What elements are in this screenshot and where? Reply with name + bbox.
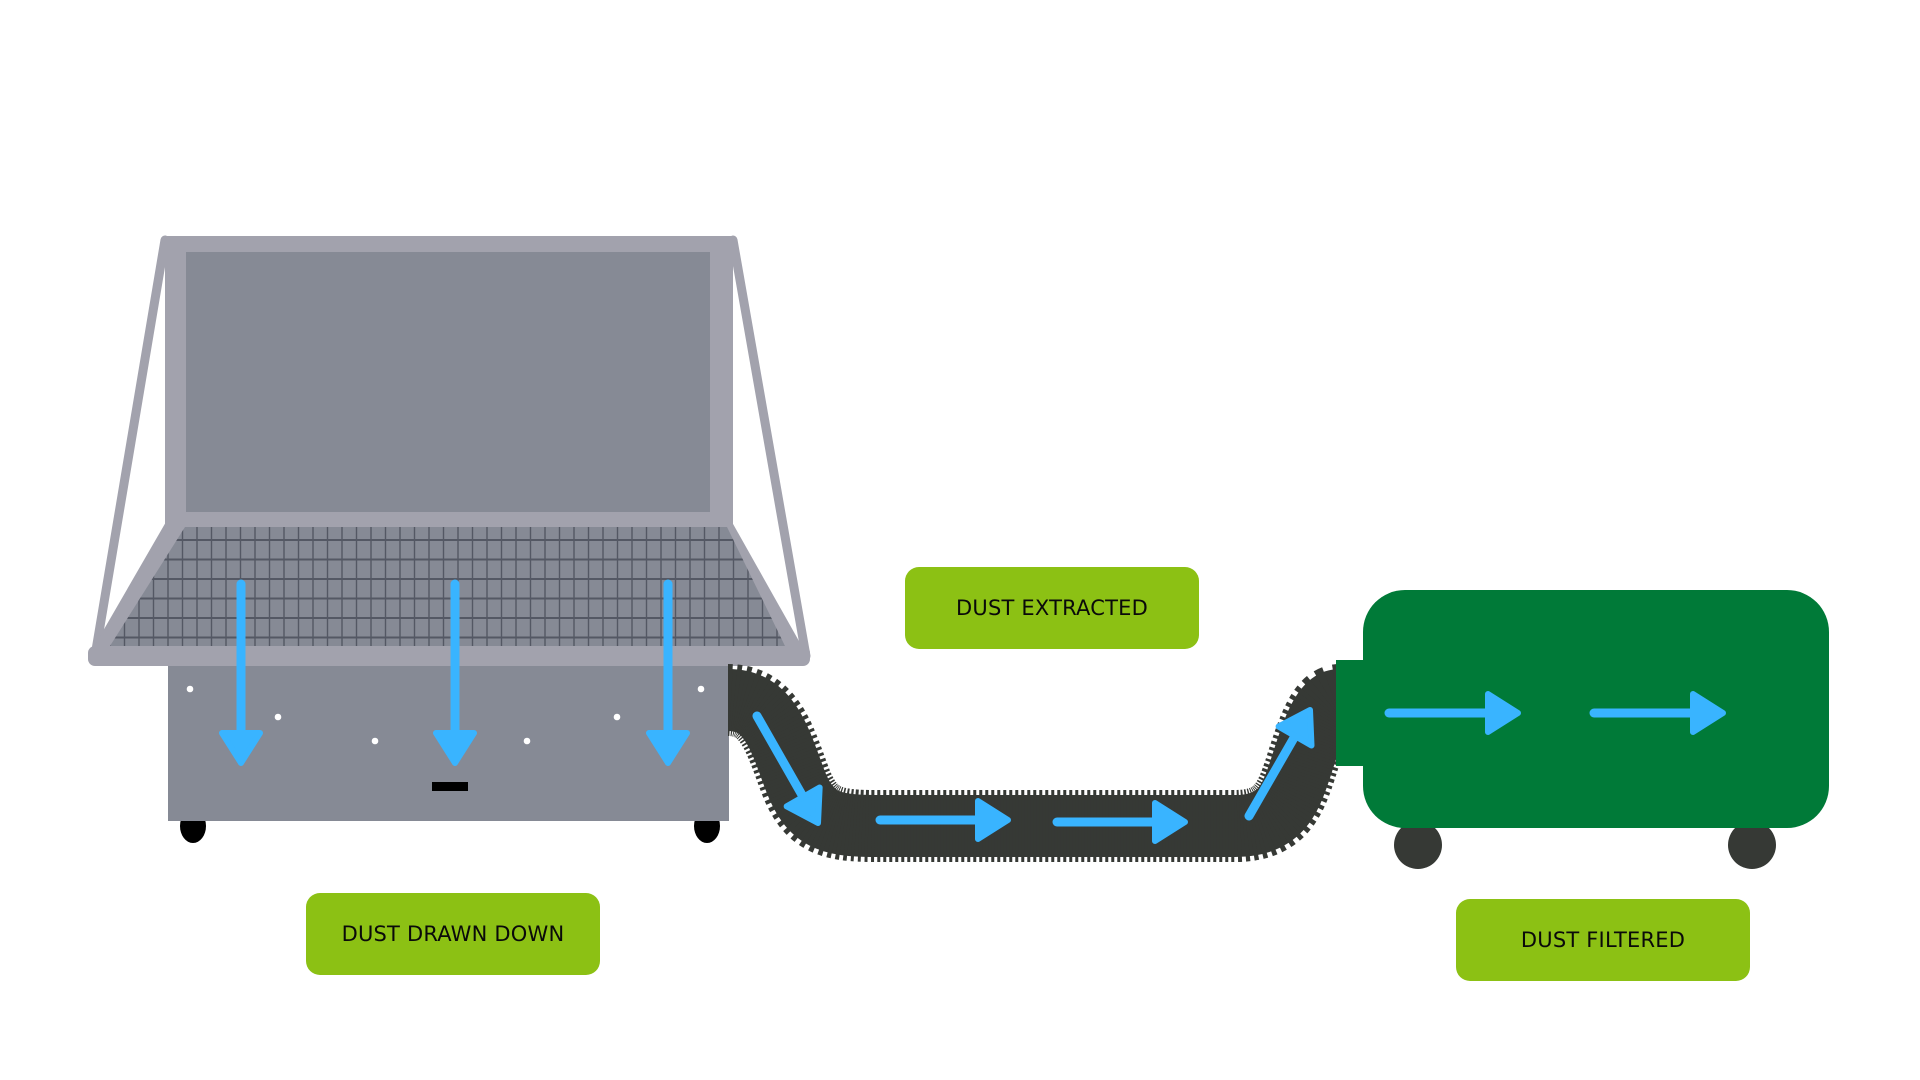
worktop-front-lip [88, 646, 810, 666]
side-strut-right [728, 235, 811, 661]
vent-dot [697, 685, 705, 693]
flow-arrow-right [875, 798, 1011, 842]
flow-arrow-down [219, 579, 263, 766]
cabinet-slot [432, 782, 468, 791]
arrow-head [646, 730, 690, 766]
side-strut-left [90, 235, 170, 661]
vent-dot [613, 713, 621, 721]
arrow-head [1275, 707, 1315, 749]
vent-dot [523, 737, 531, 745]
flow-arrow-diagonal-down [752, 711, 823, 826]
arrow-shaft [752, 711, 809, 804]
arrow-shaft [1244, 729, 1301, 821]
flow-arrow-down [646, 579, 690, 766]
arrow-head [219, 730, 263, 766]
worktop-grid [110, 527, 785, 646]
arrow-head [1690, 691, 1726, 735]
extractor-wheel-right [1728, 821, 1776, 869]
back-panel [186, 252, 710, 512]
cabinet-vent-dots [186, 685, 705, 745]
flow-arrow-right [1589, 691, 1726, 735]
vent-dot [274, 713, 282, 721]
label-text: DUST FILTERED [1520, 928, 1686, 952]
vent-dot [186, 685, 194, 693]
vent-dot [371, 737, 379, 745]
arrow-head [433, 730, 477, 766]
flow-arrow-diagonal-up [1244, 707, 1315, 821]
dust-extractor-unit [1336, 590, 1829, 869]
label-text: DUST DRAWN DOWN [341, 922, 565, 946]
flow-arrow-right [1052, 800, 1188, 844]
label-dust-drawn-down: DUST DRAWN DOWN [306, 893, 600, 975]
arrow-head [783, 784, 823, 826]
label-text: DUST EXTRACTED [956, 596, 1148, 620]
flow-arrow-right [1384, 691, 1521, 735]
downdraft-table [88, 235, 811, 843]
label-dust-filtered: DUST FILTERED [1456, 899, 1750, 981]
flow-arrows [219, 579, 1726, 844]
arrow-head [1485, 691, 1521, 735]
arrow-head [975, 798, 1011, 842]
label-dust-extracted: DUST EXTRACTED [905, 567, 1199, 649]
arrow-head [1152, 800, 1188, 844]
flow-arrow-down [433, 579, 477, 766]
extractor-wheel-left [1394, 821, 1442, 869]
worktop-grid-surface [110, 527, 785, 646]
